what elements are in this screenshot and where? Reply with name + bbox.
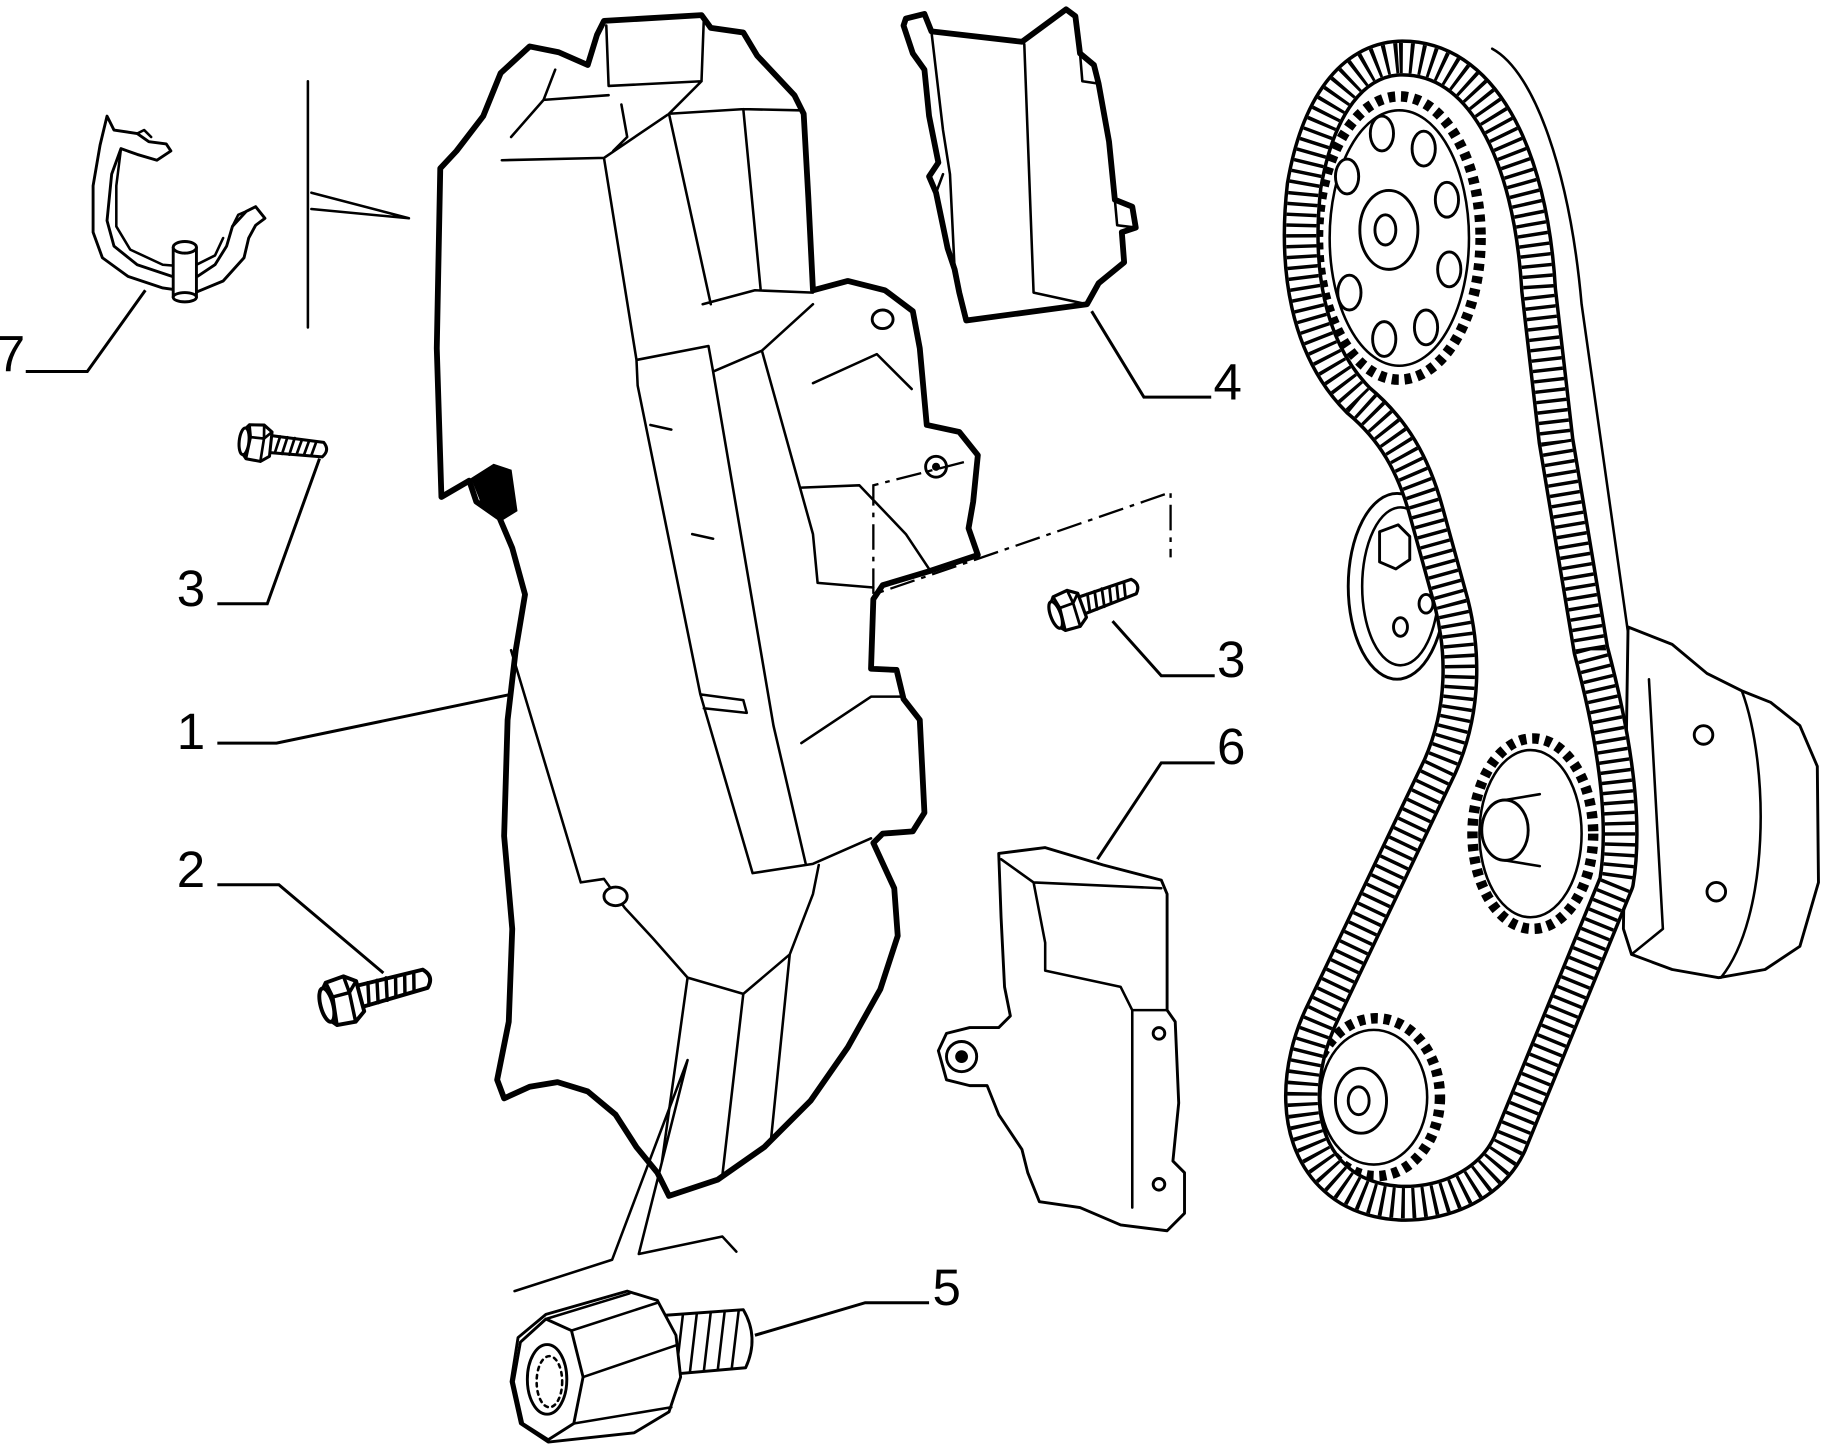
part-6-hole-lower — [1151, 1177, 1167, 1192]
bolt-head-face — [1047, 600, 1065, 630]
belt-drive-assembly — [1282, 39, 1820, 1222]
tensioner-hole — [1392, 616, 1409, 638]
idler-pulley-teeth — [1467, 733, 1599, 935]
upper-pulley-hole — [1334, 157, 1361, 196]
leader-line-4 — [1090, 310, 1212, 399]
part-4-outline — [900, 6, 1139, 324]
idler-pulley — [1467, 733, 1599, 935]
part-6-boss-hole — [955, 1050, 968, 1063]
upper-pulley-hole — [1433, 180, 1460, 219]
part-3-bolt-right — [1047, 577, 1140, 633]
idler-pulley-rim — [1478, 748, 1583, 919]
callout-label-1: 1 — [177, 703, 205, 760]
bolt-thread — [273, 435, 318, 458]
part-7-stud — [171, 245, 198, 299]
lower-toothed-pulley — [1307, 1013, 1446, 1182]
callout-label-6: 6 — [1217, 718, 1245, 775]
upper-pulley-rim — [1328, 109, 1471, 368]
rear-housing-outline — [1621, 625, 1820, 980]
part-5-bore-thread — [535, 1354, 564, 1409]
callout-label-2: 2 — [177, 841, 205, 898]
leader-line-6 — [1096, 761, 1215, 861]
upper-pulley-hole — [1336, 273, 1363, 312]
part-7-outline — [91, 114, 267, 295]
part-1-hole-upper — [870, 308, 895, 331]
part-1-shadow — [470, 463, 518, 521]
part-4-cover-panel — [900, 6, 1139, 324]
rear-housing — [1621, 625, 1820, 980]
part-1-cover — [433, 12, 981, 1199]
lower-pulley-bore — [1346, 1085, 1371, 1117]
leader-line-5 — [754, 1301, 930, 1337]
rear-housing-edge — [1630, 677, 1762, 979]
part-2-bolt — [317, 967, 433, 1028]
upper-toothed-pulley — [1312, 91, 1486, 385]
bolt-thread — [366, 970, 416, 1007]
part-7-stud-bottom — [171, 291, 198, 304]
part-5-stud — [509, 1289, 754, 1444]
upper-pulley-hole — [1412, 308, 1440, 347]
part-5-bore — [525, 1343, 569, 1416]
bolt-head-face — [237, 426, 251, 457]
callout-label-4: 4 — [1214, 353, 1242, 410]
leader-line-3-left — [217, 458, 321, 606]
leader-line-3-right — [1111, 620, 1215, 678]
upper-pulley-hole — [1436, 250, 1463, 289]
part-5-thread — [674, 1309, 740, 1375]
callout-label-7: 7 — [0, 326, 25, 383]
tensioner-nut — [1378, 523, 1412, 571]
rear-housing-hole-lower — [1705, 880, 1728, 903]
part-1-hole-lower — [602, 885, 629, 908]
alignment-marker-top — [306, 79, 411, 329]
part-6-hole-upper — [1151, 1026, 1167, 1041]
part-1-detail-lines — [500, 17, 931, 1177]
engine-outline — [1490, 47, 1630, 635]
upper-pulley-hole — [1368, 114, 1395, 153]
part-4-fold-lines — [930, 30, 1138, 306]
upper-pulley-hole — [1371, 320, 1398, 358]
upper-pulley-hole — [1410, 129, 1437, 168]
part-3-bolt-left — [237, 423, 329, 463]
alignment-marker-bottom — [513, 1058, 738, 1293]
leader-line-1 — [217, 692, 512, 745]
part-7-band — [115, 128, 248, 269]
part-7-clip — [91, 114, 267, 304]
part-6-outline — [936, 846, 1186, 1233]
callout-label-3-left: 3 — [177, 560, 205, 617]
part-5-hex-edges — [544, 1292, 680, 1425]
part-6-bracket-plate — [936, 846, 1186, 1233]
part-1-outline — [433, 12, 981, 1199]
bolt-shank — [353, 967, 433, 1010]
part-1-hole-right-center — [931, 462, 941, 471]
position-guide-line — [872, 460, 1172, 597]
rear-housing-hole-upper — [1692, 724, 1715, 746]
part-7-stud-top — [171, 240, 198, 255]
leader-line-7 — [25, 289, 147, 374]
toothed-belt — [1282, 39, 1639, 1222]
bolt-thread — [1086, 580, 1127, 614]
part-6-fold-lines — [999, 857, 1169, 1209]
idler-pulley-hub — [1480, 798, 1530, 862]
belt-teeth — [1286, 42, 1636, 1219]
bolt-shank — [1076, 577, 1140, 616]
idler-pulley-shaft — [1503, 792, 1542, 868]
callout-label-3-right: 3 — [1217, 631, 1245, 688]
upper-pulley-bore — [1373, 213, 1398, 247]
bolt-head-face — [317, 986, 337, 1024]
leader-line-2 — [217, 883, 385, 975]
callout-label-5: 5 — [933, 1259, 961, 1316]
